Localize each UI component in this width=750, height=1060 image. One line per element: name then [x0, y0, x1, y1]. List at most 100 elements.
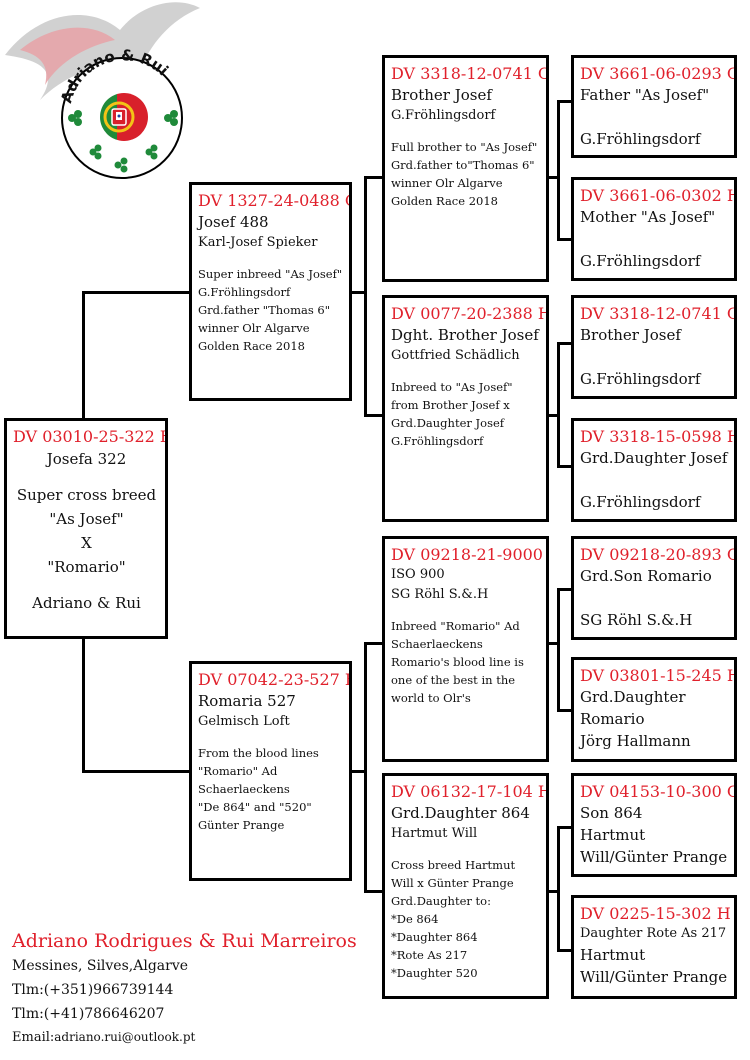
description-line: Golden Race 2018 [198, 339, 305, 353]
connector-line [82, 291, 192, 294]
loft-name: SG Röhl S.&.H [391, 587, 489, 602]
loft-name: G.Fröhlingsdorf [580, 252, 701, 270]
description-line: Inbreed "Romario" Ad [391, 619, 520, 633]
ring-number: DV 1327-24-0488 C [198, 191, 352, 210]
pigeon-name: Romaria 527 [198, 692, 296, 710]
loft-name: G.Fröhlingsdorf [580, 493, 701, 511]
description-line: *De 864 [391, 912, 439, 926]
connector-line [350, 291, 366, 294]
location: Messines, Silves,Algarve [12, 958, 189, 974]
connector-line [547, 642, 559, 645]
connector-line [557, 100, 573, 103]
pigeon-name: Daughter Rote As 217 [580, 926, 727, 941]
email-line: Email:adriano.rui@outlook.pt [12, 1026, 357, 1049]
connector-line [82, 770, 192, 773]
description-line: *Rote As 217 [391, 948, 468, 962]
description-line: Golden Race 2018 [391, 194, 498, 208]
ring-number: DV 06132-17-104 H [391, 782, 549, 801]
ring-number: DV 3661-06-0302 H [580, 186, 737, 205]
connector-line [557, 588, 573, 591]
description-line: Romario's blood line is [391, 655, 524, 669]
connector-line [557, 949, 573, 952]
description-line: winner Olr Algarve [198, 321, 310, 335]
pigeon-card-dam-dam: DV 06132-17-104 H Grd.Daughter 864 Hartm… [382, 773, 549, 999]
connector-line [82, 638, 85, 772]
pigeon-name: Romario [580, 710, 645, 728]
pigeon-name: Grd.Daughter Josef [580, 449, 728, 467]
connector-line [364, 642, 384, 645]
connector-line [364, 890, 384, 893]
phone-number: Tlm:(+41)786646207 [12, 1006, 165, 1022]
ring-number: DV 04153-10-300 C [580, 782, 737, 801]
owner-name: Adriano & Rui [32, 594, 141, 612]
description-line: from Brother Josef x [391, 398, 510, 412]
description-line: Will x Günter Prange [391, 876, 514, 890]
pigeon-name: Grd.Daughter 864 [391, 804, 530, 822]
ring-number: DV 3661-06-0293 C [580, 64, 737, 83]
loft-name: Gottfried Schädlich [391, 348, 520, 363]
pigeon-card-dam: DV 07042-23-527 H Romaria 527 Gelmisch L… [189, 661, 352, 881]
loft-name: SG Röhl S.&.H [580, 611, 693, 629]
ring-number: DV 09218-20-893 C [580, 545, 737, 564]
description-line: Inbreed to "As Josef" [391, 380, 513, 394]
breeder-names: Adriano Rodrigues & Rui Marreiros [12, 930, 357, 952]
email-address[interactable]: adriano.rui@outlook.pt [54, 1030, 196, 1044]
connector-line [82, 291, 85, 419]
description-line: "As Josef" [49, 510, 124, 528]
connector-line [557, 826, 560, 952]
loft-name: Hartmut Will [391, 826, 478, 841]
pigeon-card-dss: DV 09218-20-893 C Grd.Son Romario SG Röh… [571, 536, 737, 640]
description-line: Schaerlaeckens [198, 782, 290, 796]
description-line: Full brother to "As Josef" [391, 140, 538, 154]
connector-line [547, 176, 559, 179]
pigeon-card-sds: DV 3318-12-0741 C Brother Josef G.Fröhli… [571, 295, 737, 399]
loft-name: Jörg Hallmann [580, 732, 691, 750]
description-line: From the blood lines [198, 746, 319, 760]
description-line: Schaerlaeckens [391, 637, 483, 651]
pigeon-card-sire-sire: DV 3318-12-0741 C Brother Josef G.Fröhli… [382, 55, 549, 282]
pigeon-name: Grd.Son Romario [580, 567, 712, 585]
pigeon-card-dds: DV 04153-10-300 C Son 864 Hartmut Will/G… [571, 773, 737, 877]
connector-line [364, 176, 384, 179]
loft-name: Karl-Josef Spieker [198, 235, 318, 250]
connector-line [364, 176, 367, 417]
pigeon-name: Brother Josef [391, 86, 492, 104]
pigeon-card-ssd: DV 3661-06-0302 H Mother "As Josef" G.Fr… [571, 177, 737, 281]
pigeon-name: ISO 900 [391, 567, 445, 582]
loft-name: G.Fröhlingsdorf [391, 108, 496, 123]
pigeon-card-root: DV 03010-25-322 H Josefa 322 Super cross… [4, 418, 168, 639]
phone-number: Tlm:(+351)966739144 [12, 982, 174, 998]
connector-line [557, 100, 560, 240]
pigeon-card-sire-dam: DV 0077-20-2388 H Dght. Brother Josef Go… [382, 295, 549, 522]
connector-line [350, 770, 366, 773]
ring-number: DV 0077-20-2388 H [391, 304, 549, 323]
pigeon-card-dam-sire: DV 09218-21-9000 C ISO 900 SG Röhl S.&.H… [382, 536, 549, 762]
description-line: G.Fröhlingsdorf [391, 434, 484, 448]
ring-number: DV 3318-12-0741 C [391, 64, 549, 83]
description-line: Super inbreed "As Josef" [198, 267, 343, 281]
pigeon-name: Brother Josef [580, 326, 681, 344]
pigeon-card-sdd: DV 3318-15-0598 H Grd.Daughter Josef G.F… [571, 418, 737, 522]
description-line: G.Fröhlingsdorf [198, 285, 291, 299]
description-line: "Romario" Ad [198, 764, 278, 778]
description-line: Grd.Daughter Josef [391, 416, 505, 430]
description-line: Grd.Daughter to: [391, 894, 491, 908]
description-line: Grd.father "Thomas 6" [198, 303, 331, 317]
ring-number: DV 3318-15-0598 H [580, 427, 737, 446]
pigeon-card-dsd: DV 03801-15-245 H Grd.Daughter Romario J… [571, 657, 737, 762]
description-line: Cross breed Hartmut [391, 858, 516, 872]
ring-number: DV 03801-15-245 H [580, 666, 737, 685]
description-line: world to Olr's [391, 691, 471, 705]
connector-line [557, 465, 573, 468]
pigeon-name: Son 864 [580, 804, 643, 822]
description-line: *Daughter 520 [391, 966, 478, 980]
logo: Adriano & Rui [0, 0, 200, 200]
ring-number: DV 0225-15-302 H [580, 904, 731, 923]
loft-name: Will/Günter Prange [580, 968, 728, 986]
connector-line [547, 890, 559, 893]
pigeon-name: Father "As Josef" [580, 86, 710, 104]
description-line: "De 864" and "520" [198, 800, 312, 814]
description-line: X [81, 534, 92, 552]
loft-name: Hartmut [580, 946, 646, 964]
description-line: Günter Prange [198, 818, 285, 832]
